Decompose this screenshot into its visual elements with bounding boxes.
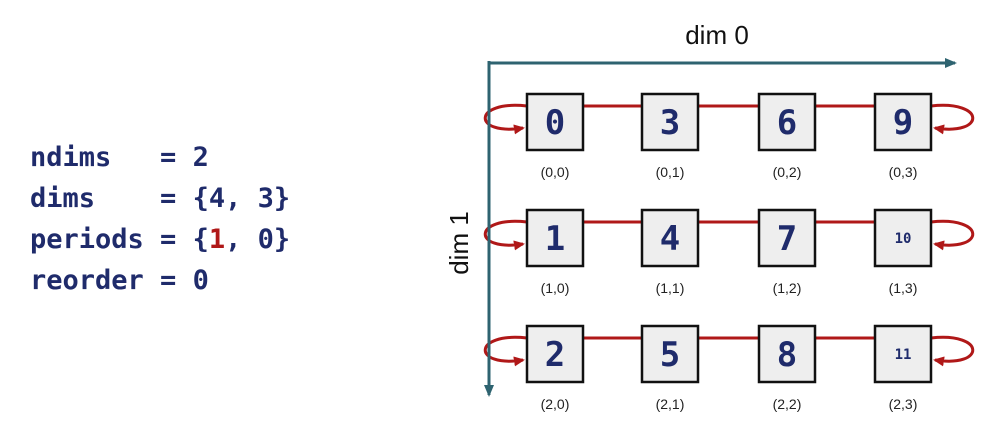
ndims-value: 2 <box>192 142 209 173</box>
process-node-box <box>525 208 585 268</box>
process-node-box <box>873 324 933 384</box>
process-coordinate: (1,2) <box>773 280 802 296</box>
row-2-wrap-left <box>483 335 528 367</box>
process-node: 0 (0,0) <box>525 92 585 180</box>
process-node-box <box>873 92 933 152</box>
process-rank: 0 <box>545 103 565 143</box>
process-node-box <box>640 208 700 268</box>
process-node-box <box>525 324 585 384</box>
process-node: 8 (2,2) <box>757 324 817 412</box>
process-node: 11 (2,3) <box>873 324 933 412</box>
process-node: 2 (2,0) <box>525 324 585 412</box>
dims-line: dims = {4, 3} <box>30 178 290 219</box>
periods-rest: , 0} <box>225 224 291 255</box>
process-rank: 7 <box>777 219 797 259</box>
row-0-wrap-left <box>483 103 528 135</box>
process-rank: 8 <box>777 335 797 375</box>
process-rank: 4 <box>660 219 680 259</box>
process-node-box <box>757 324 817 384</box>
process-rank: 5 <box>660 335 680 375</box>
periods-open: { <box>192 224 209 255</box>
process-coordinate: (1,3) <box>889 280 918 296</box>
process-node: 7 (1,2) <box>757 208 817 296</box>
dim0-axis-label: dim 0 <box>685 20 749 50</box>
row-0-wrap-right <box>930 103 975 135</box>
process-coordinate: (0,3) <box>889 164 918 180</box>
process-rank: 2 <box>545 335 565 375</box>
reorder-key: reorder <box>30 265 144 296</box>
process-coordinate: (0,1) <box>656 164 685 180</box>
process-rank: 10 <box>895 231 912 247</box>
process-rank: 3 <box>660 103 680 143</box>
dim1-axis-label: dim 1 <box>444 211 474 275</box>
dims-key: dims <box>30 183 144 214</box>
periods-eq: = <box>143 224 193 255</box>
axes: dim 0 dim 1 <box>444 20 957 397</box>
process-node: 4 (1,1) <box>640 208 700 296</box>
code-block: ndims = 2 dims = {4, 3} periods = {1, 0}… <box>30 137 290 301</box>
ndims-line: ndims = 2 <box>30 137 290 178</box>
dims-value: {4, 3} <box>192 183 291 214</box>
row-1-wrap-left <box>483 219 528 251</box>
process-node: 3 (0,1) <box>640 92 700 180</box>
process-node: 10 (1,3) <box>873 208 933 296</box>
reorder-value: 0 <box>192 265 209 296</box>
process-coordinate: (2,0) <box>541 396 570 412</box>
periods-key: periods <box>30 224 144 255</box>
process-coordinate: (2,1) <box>656 396 685 412</box>
process-coordinate: (2,2) <box>773 396 802 412</box>
process-rank: 11 <box>895 347 912 363</box>
process-rank: 6 <box>777 103 797 143</box>
wrap-connections <box>483 103 975 367</box>
ndims-key: ndims <box>30 142 144 173</box>
process-coordinate: (1,0) <box>541 280 570 296</box>
process-node: 1 (1,0) <box>525 208 585 296</box>
process-node-box <box>640 92 700 152</box>
process-node-box <box>640 324 700 384</box>
process-rank: 9 <box>893 103 913 143</box>
process-rank: 1 <box>545 219 565 259</box>
process-coordinate: (0,0) <box>541 164 570 180</box>
process-coordinate: (2,3) <box>889 396 918 412</box>
process-node: 9 (0,3) <box>873 92 933 180</box>
reorder-line: reorder = 0 <box>30 260 290 301</box>
periods-first-value: 1 <box>208 224 226 255</box>
process-coordinate: (0,2) <box>773 164 802 180</box>
process-node: 6 (0,2) <box>757 92 817 180</box>
process-node-box <box>525 92 585 152</box>
row-2-wrap-right <box>930 335 975 367</box>
row-1-wrap-right <box>930 219 975 251</box>
periods-line: periods = {1, 0} <box>30 219 290 260</box>
process-node: 5 (2,1) <box>640 324 700 412</box>
process-node-box <box>757 208 817 268</box>
process-node-box <box>873 208 933 268</box>
reorder-eq: = <box>143 265 193 296</box>
dims-eq: = <box>143 183 193 214</box>
process-grid: 0 (0,0) 3 (0,1) 6 (0,2) 9 (0,3) 1 (1,0) 4 (1,1) 7 (1,… <box>525 92 933 412</box>
process-coordinate: (1,1) <box>656 280 685 296</box>
process-node-box <box>757 92 817 152</box>
ndims-eq: = <box>143 142 193 173</box>
